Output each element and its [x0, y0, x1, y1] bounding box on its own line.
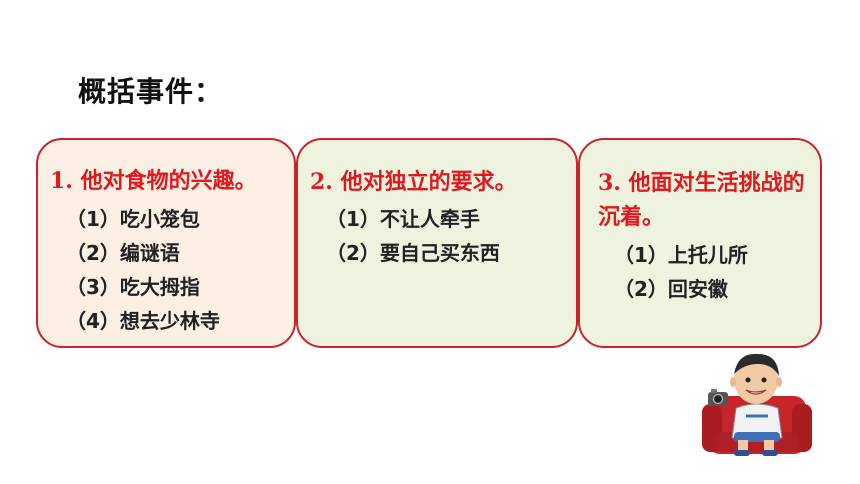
list-item: （2）编谜语: [66, 241, 180, 265]
list-item: （3）吃大拇指: [66, 275, 200, 299]
card-item-list: （1）吃小笼包 （2）编谜语 （3）吃大拇指 （4）想去少林寺: [66, 202, 220, 338]
list-item: （4）想去少林寺: [66, 309, 220, 333]
card-item-list: （1）不让人牵手 （2）要自己买东西: [326, 202, 500, 270]
list-item: （1）上托儿所: [614, 243, 748, 267]
card-title: 2. 他对独立的要求。: [310, 169, 517, 195]
event-card-independence: 2. 他对独立的要求。 （1）不让人牵手 （2）要自己买东西: [296, 138, 578, 348]
card-item-list: （1）上托儿所 （2）回安徽: [614, 238, 748, 306]
list-item: （1）吃小笼包: [66, 207, 200, 231]
list-item: （1）不让人牵手: [326, 207, 480, 231]
cartoon-boy-on-sofa-icon: [702, 353, 812, 456]
list-item: （2）回安徽: [614, 277, 728, 301]
list-item: （2）要自己买东西: [326, 241, 500, 265]
event-card-challenge: 3. 他面对生活挑战的沉着。 （1）上托儿所 （2）回安徽: [578, 138, 822, 348]
card-title: 1. 他对食物的兴趣。: [50, 168, 257, 194]
page-heading: 概括事件：: [78, 75, 224, 108]
event-card-food: 1. 他对食物的兴趣。 （1）吃小笼包 （2）编谜语 （3）吃大拇指 （4）想去…: [36, 138, 296, 348]
card-title: 3. 他面对生活挑战的沉着。: [598, 170, 805, 230]
